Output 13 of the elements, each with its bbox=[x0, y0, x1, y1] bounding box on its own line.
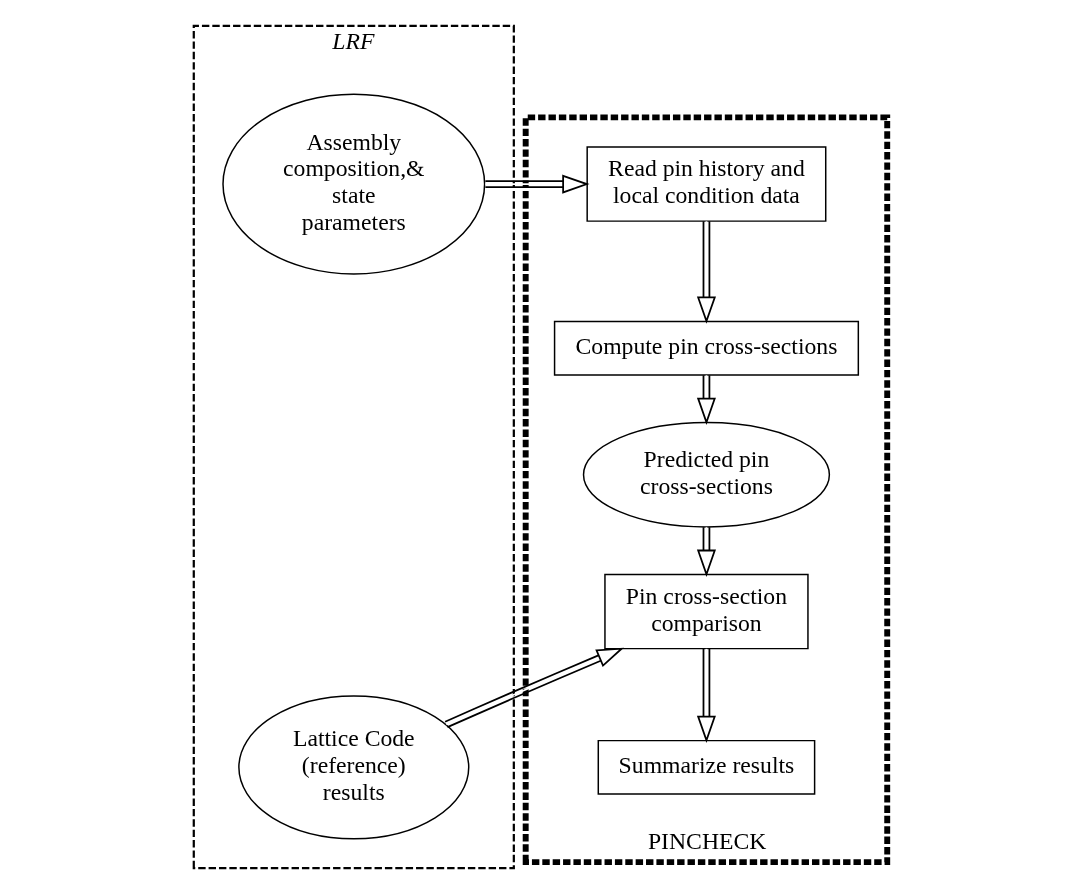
arrow bbox=[696, 526, 716, 577]
node-box: Read pin history and local condition data bbox=[586, 146, 827, 222]
arrow bbox=[484, 174, 590, 194]
node-ellipse: Lattice Code (reference) results bbox=[238, 695, 470, 840]
node-box: Summarize results bbox=[597, 739, 816, 795]
node-ellipse: Predicted pin cross-sections bbox=[582, 421, 831, 528]
arrow bbox=[696, 220, 716, 324]
node-ellipse: Assembly composition,& state parameters bbox=[222, 93, 486, 275]
arrow bbox=[444, 647, 625, 728]
node-box: Compute pin cross-sections bbox=[553, 320, 860, 376]
arrow bbox=[696, 648, 716, 743]
arrow bbox=[696, 374, 716, 425]
node-box: Pin cross-section comparison bbox=[604, 573, 809, 650]
